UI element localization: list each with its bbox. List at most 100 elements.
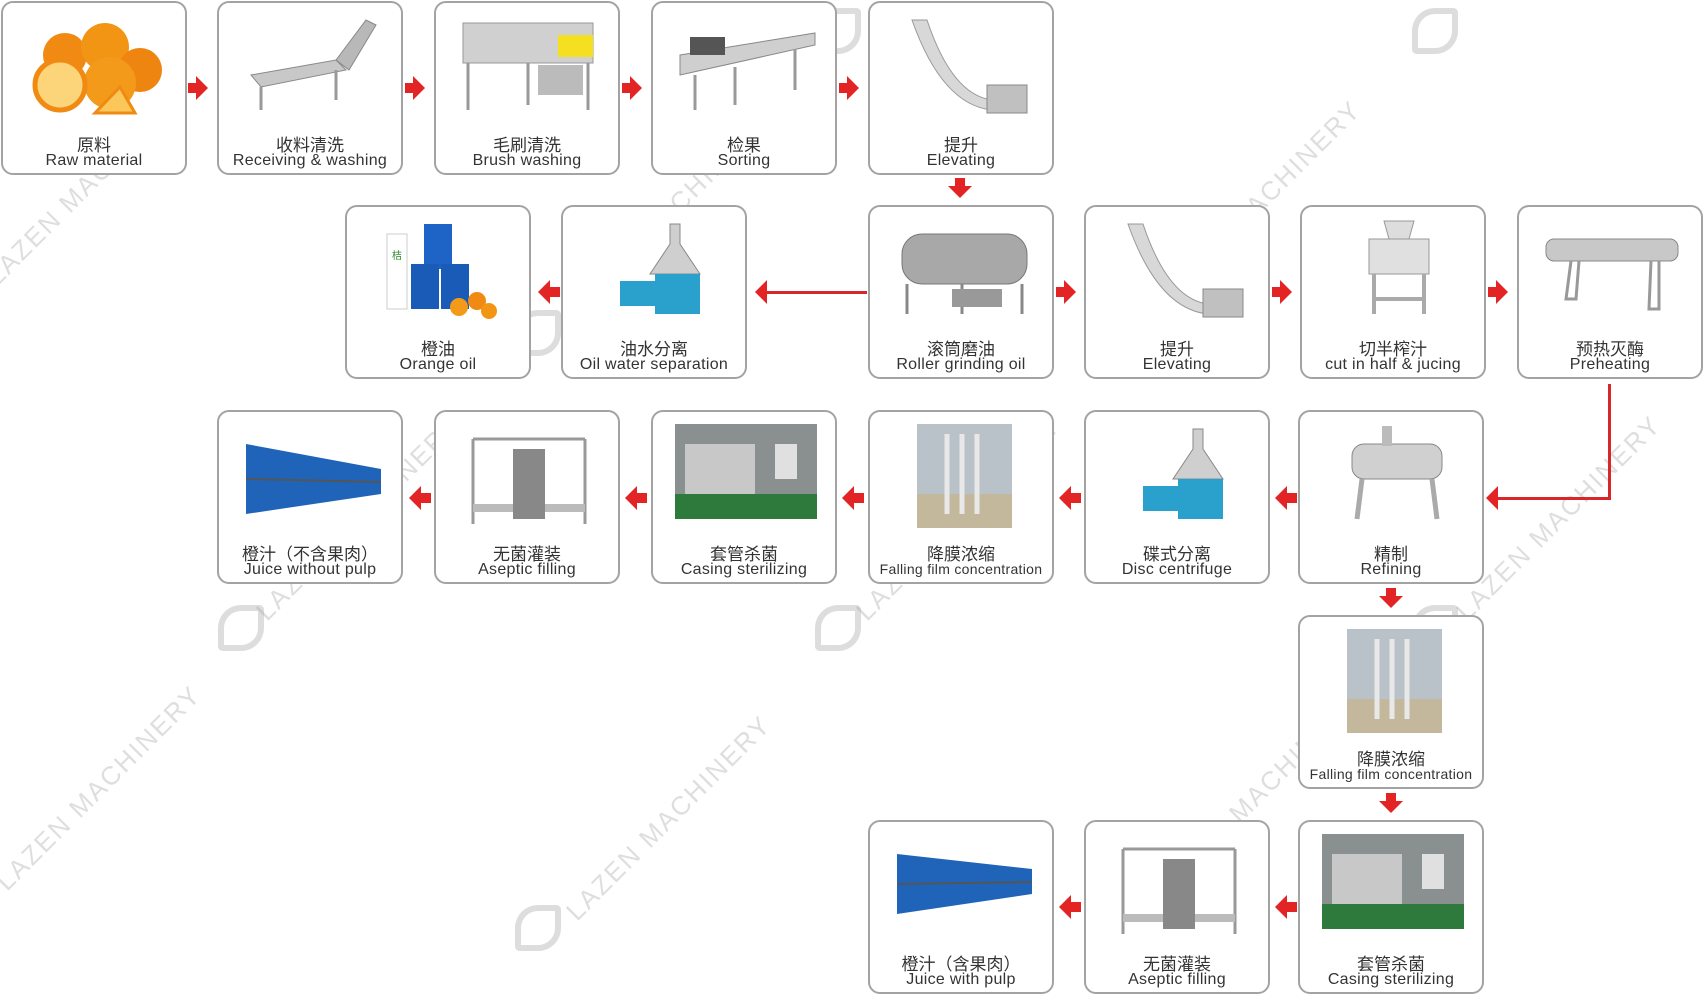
arrow-down-icon	[1379, 596, 1403, 608]
arrow-stem	[637, 493, 647, 503]
roller-grinder-image	[901, 233, 1028, 314]
connector-line	[1498, 497, 1611, 500]
step-brush-washing: 毛刷清洗 Brush washing	[434, 1, 620, 175]
step-title-cn: 橙汁（不含果肉）	[242, 545, 378, 565]
step-title-cn: 毛刷清洗	[493, 136, 561, 156]
step-title-en: Elevating	[1142, 356, 1212, 373]
step-elevating: 提升 Elevating	[868, 1, 1054, 175]
step-title-en: Elevating	[926, 152, 996, 169]
arrow-stem	[1272, 287, 1282, 297]
arrow-left-icon	[1275, 895, 1287, 919]
watermark-logo-icon	[815, 605, 861, 651]
step-falling-film-concentration-2: 降膜浓缩 Falling film concentration	[1298, 615, 1484, 789]
arrow-stem	[188, 83, 198, 93]
orange-oil-image: 桔	[386, 224, 497, 319]
step-title-cn: 提升	[1160, 340, 1194, 360]
aseptic-filler-image	[471, 437, 587, 524]
step-title-cn: 提升	[944, 136, 978, 156]
step-falling-film-concentration: 降膜浓缩 Falling film concentration	[868, 410, 1054, 584]
arrow-stem	[1386, 793, 1396, 801]
step-title-en: cut in half & jucing	[1325, 356, 1461, 373]
watermark-logo-icon	[1412, 8, 1458, 54]
aseptic-filler-image	[1121, 847, 1237, 934]
step-title-en: Orange oil	[399, 356, 477, 373]
step-title-cn: 切半榨汁	[1359, 340, 1427, 360]
arrow-left-icon	[1059, 486, 1071, 510]
step-title-en: Raw material	[45, 152, 143, 169]
connector-line	[1608, 384, 1611, 500]
arrow-right-icon	[1496, 280, 1508, 304]
step-casing-sterilizing: 套管杀菌 Casing sterilizing	[651, 410, 837, 584]
arrow-left-icon	[755, 280, 767, 304]
arrow-right-icon	[196, 76, 208, 100]
step-orange-oil: 桔 橙油 Orange oil	[345, 205, 531, 379]
step-title-en: Casing sterilizing	[680, 561, 808, 578]
connector-line	[767, 291, 867, 294]
brush-washer-image	[462, 22, 594, 110]
step-elevating-2: 提升 Elevating	[1084, 205, 1270, 379]
watermark: LAZEN MACHINERY	[0, 679, 207, 897]
step-title-cn: 精制	[1374, 545, 1408, 565]
refiner-image	[1351, 426, 1443, 520]
step-title-cn: 原料	[77, 136, 111, 156]
step-title-en: Disc centrifuge	[1121, 561, 1233, 578]
drums-image	[245, 444, 382, 514]
arrow-stem	[1287, 902, 1297, 912]
step-raw-material: 原料 Raw material	[1, 1, 187, 175]
arrow-left-icon	[409, 486, 421, 510]
step-title-en: Preheating	[1569, 356, 1651, 373]
arrow-down-icon	[948, 186, 972, 198]
step-title-en: Oil water separation	[579, 356, 729, 373]
step-title-cn: 碟式分离	[1143, 545, 1211, 565]
watermark-logo-icon	[218, 605, 264, 651]
step-title-cn: 无菌灌装	[493, 545, 561, 565]
juicer-image	[1368, 220, 1430, 314]
step-title-en: Roller grinding oil	[896, 356, 1026, 373]
step-cut-half-juicing: 切半榨汁 cut in half & jucing	[1300, 205, 1486, 379]
step-title-cn: 检果	[727, 136, 761, 156]
step-title-en: Aseptic filling	[1128, 971, 1226, 988]
step-receiving-washing: 收料清洗 Receiving & washing	[217, 1, 403, 175]
arrow-stem	[854, 493, 864, 503]
step-title-en: Juice without pulp	[243, 561, 377, 578]
arrow-left-icon	[1275, 486, 1287, 510]
arrow-right-icon	[413, 76, 425, 100]
arrow-right-icon	[847, 76, 859, 100]
arrow-stem	[1386, 588, 1396, 596]
watermark: LAZEN MACHINERY	[560, 709, 777, 927]
step-casing-sterilizing-2: 套管杀菌 Casing sterilizing	[1298, 820, 1484, 994]
step-title-cn: 无菌灌装	[1143, 955, 1211, 975]
arrow-stem	[955, 178, 965, 186]
svg-text:桔: 桔	[392, 249, 402, 262]
step-title-cn: 预热灭酶	[1576, 340, 1644, 360]
arrow-stem	[405, 83, 415, 93]
preheater-image	[1545, 238, 1679, 311]
arrow-right-icon	[1280, 280, 1292, 304]
step-sorting: 检果 Sorting	[651, 1, 837, 175]
step-title-cn: 收料清洗	[276, 136, 344, 156]
step-title-en: Casing sterilizing	[1327, 971, 1455, 988]
arrow-stem	[421, 493, 431, 503]
step-title-cn: 套管杀菌	[710, 545, 778, 565]
washing-machine-image	[250, 19, 377, 110]
step-title-cn: 橙油	[421, 340, 455, 360]
evaporator-image	[917, 424, 1012, 528]
drums-image	[896, 854, 1033, 914]
step-title-cn: 降膜浓缩	[1357, 750, 1425, 770]
oranges-image	[32, 23, 162, 115]
arrow-left-icon	[1059, 895, 1071, 919]
step-title-cn: 降膜浓缩	[927, 545, 995, 565]
sorting-conveyor-image	[679, 32, 816, 110]
disc-centrifuge-image	[1143, 428, 1224, 519]
step-aseptic-filling-2: 无菌灌装 Aseptic filling	[1084, 820, 1270, 994]
step-title-en: Refining	[1360, 561, 1422, 578]
step-title-en: Falling film concentration	[879, 561, 1043, 577]
step-title-cn: 滚筒磨油	[927, 340, 995, 360]
arrow-left-icon	[1486, 486, 1498, 510]
arrow-stem	[1071, 493, 1081, 503]
arrow-left-icon	[842, 486, 854, 510]
arrow-stem	[1071, 902, 1081, 912]
step-title-en: Brush washing	[472, 152, 582, 169]
arrow-stem	[839, 83, 849, 93]
separator-image	[620, 223, 701, 314]
